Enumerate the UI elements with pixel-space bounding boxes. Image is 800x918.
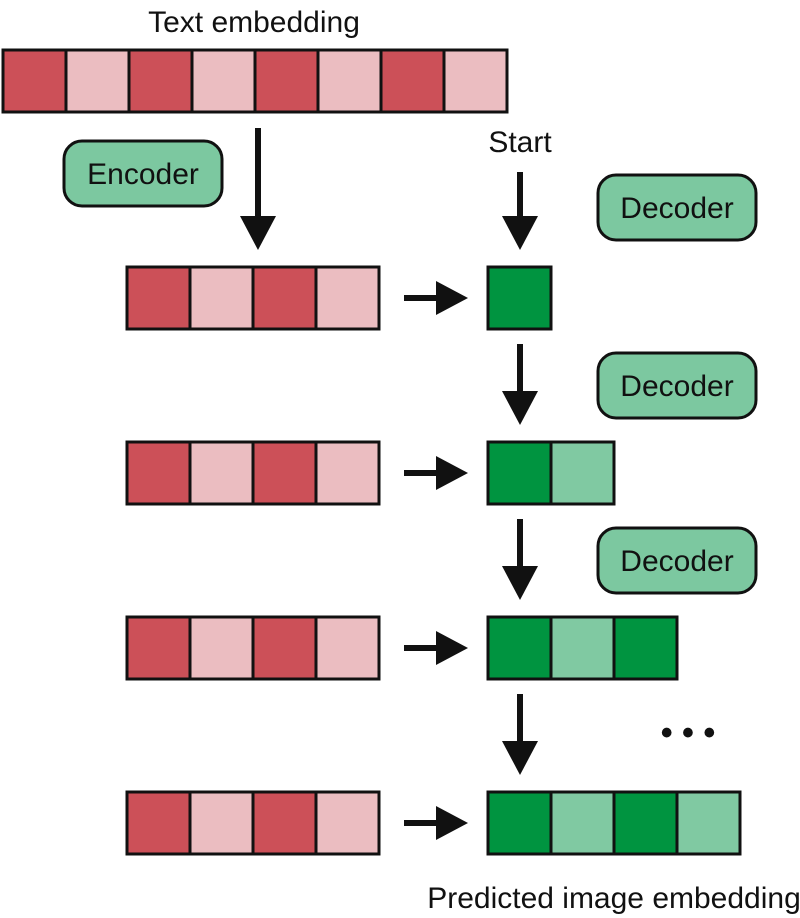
encoded-text-row <box>125 790 381 856</box>
text-embedding-cell-light <box>316 48 383 114</box>
text-embedding-cell-dark <box>379 48 446 114</box>
decoder-pill: Decoder <box>596 351 758 420</box>
encoder-down-arrow <box>240 128 276 250</box>
image-embedding-row <box>486 615 679 681</box>
encoder-pill: Encoder <box>62 139 224 208</box>
encoded-cell-light <box>314 615 381 681</box>
encoded-cell-light <box>314 790 381 856</box>
encoded-cell-dark <box>251 265 318 331</box>
image-cell-light <box>549 440 616 506</box>
decoder-down-arrow <box>502 694 538 775</box>
arrows <box>240 128 538 840</box>
encoded-cell-light <box>188 790 255 856</box>
image-cell-dark <box>486 440 553 506</box>
encoder-label: Encoder <box>87 158 199 191</box>
image-embedding-row <box>486 265 553 331</box>
encoded-cell-light <box>188 615 255 681</box>
image-cell-dark <box>612 615 679 681</box>
right-arrow <box>404 281 468 315</box>
text-embedding-cell-dark <box>253 48 320 114</box>
decoder-label: Decoder <box>620 192 733 225</box>
text-embedding-label: Text embedding <box>148 6 360 39</box>
encoded-text-row <box>125 615 381 681</box>
image-cell-dark <box>612 790 679 856</box>
image-cell-dark <box>486 790 553 856</box>
decoder-label: Decoder <box>620 545 733 578</box>
text-embedding-cell-light <box>442 48 509 114</box>
embedding-cells <box>1 48 742 856</box>
text-embedding-cell-light <box>64 48 131 114</box>
encoded-text-row <box>125 265 381 331</box>
encoded-cell-light <box>314 440 381 506</box>
encoded-cell-dark <box>251 440 318 506</box>
ellipsis-label: • • • <box>661 714 716 752</box>
encoded-cell-dark <box>125 440 192 506</box>
image-embedding-row <box>486 440 616 506</box>
decoder-down-arrow <box>502 519 538 600</box>
decoder-label: Decoder <box>620 370 733 403</box>
image-cell-light <box>549 790 616 856</box>
encoded-cell-dark <box>251 615 318 681</box>
predicted-image-embedding-label: Predicted image embedding <box>427 882 800 915</box>
text-embedding-cell-light <box>190 48 257 114</box>
encoded-cell-light <box>188 440 255 506</box>
encoded-cell-dark <box>125 790 192 856</box>
right-arrow <box>404 456 468 490</box>
encoded-text-row <box>125 440 381 506</box>
decoder-pill: Decoder <box>596 173 758 242</box>
encoded-cell-light <box>188 265 255 331</box>
image-cell-light <box>675 790 742 856</box>
image-cell-light <box>549 615 616 681</box>
start-down-arrow <box>502 172 538 250</box>
encoded-cell-dark <box>125 265 192 331</box>
encoded-cell-dark <box>125 615 192 681</box>
text-embedding-cell-dark <box>1 48 68 114</box>
right-arrow <box>404 631 468 665</box>
image-cell-dark <box>486 615 553 681</box>
text-embedding-row <box>1 48 509 114</box>
image-cell-dark <box>486 265 553 331</box>
encoded-cell-light <box>314 265 381 331</box>
decoder-down-arrow <box>502 344 538 425</box>
decoder-pill: Decoder <box>596 526 758 595</box>
right-arrow <box>404 806 468 840</box>
start-label: Start <box>488 126 552 159</box>
encoded-cell-dark <box>251 790 318 856</box>
image-embedding-row <box>486 790 742 856</box>
text-embedding-cell-dark <box>127 48 194 114</box>
